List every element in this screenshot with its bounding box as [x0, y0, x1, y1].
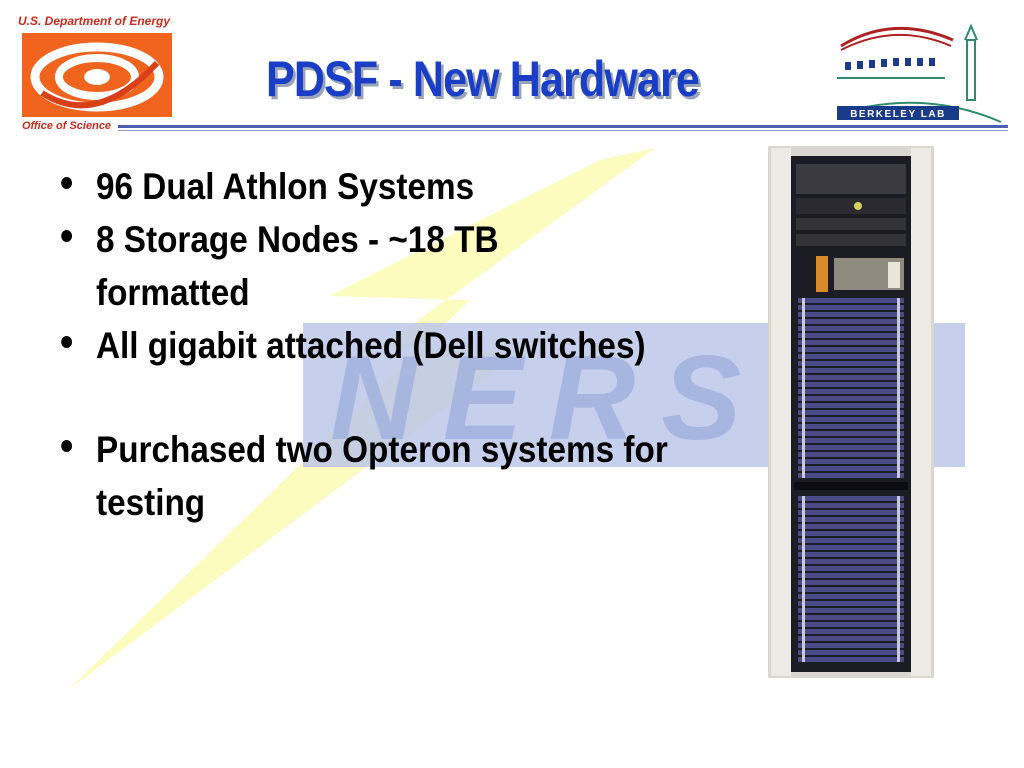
bullet-item: 96 Dual Athlon Systems — [60, 156, 744, 213]
doe-label: U.S. Department of Energy — [18, 14, 171, 28]
doe-logo-icon — [22, 33, 172, 117]
header-rule — [118, 125, 1008, 128]
bullet-item: 8 Storage Nodes - ~18 TB formatted — [60, 209, 564, 319]
header-rule-thin — [118, 130, 1008, 131]
office-of-science-label: Office of Science — [22, 120, 112, 132]
server-rack-photo — [768, 146, 934, 678]
berkeley-lab-logo-icon: BERKELEY LAB — [836, 23, 1002, 123]
bullet-list: 96 Dual Athlon Systems 8 Storage Nodes -… — [60, 156, 740, 529]
berkeley-lab-label: BERKELEY LAB — [850, 109, 946, 120]
bullet-item: Purchased two Opteron systems for testin… — [60, 419, 708, 529]
slide-title: PDSF - New Hardware — [266, 51, 700, 107]
bullet-item: All gigabit attached (Dell switches) — [60, 315, 744, 372]
